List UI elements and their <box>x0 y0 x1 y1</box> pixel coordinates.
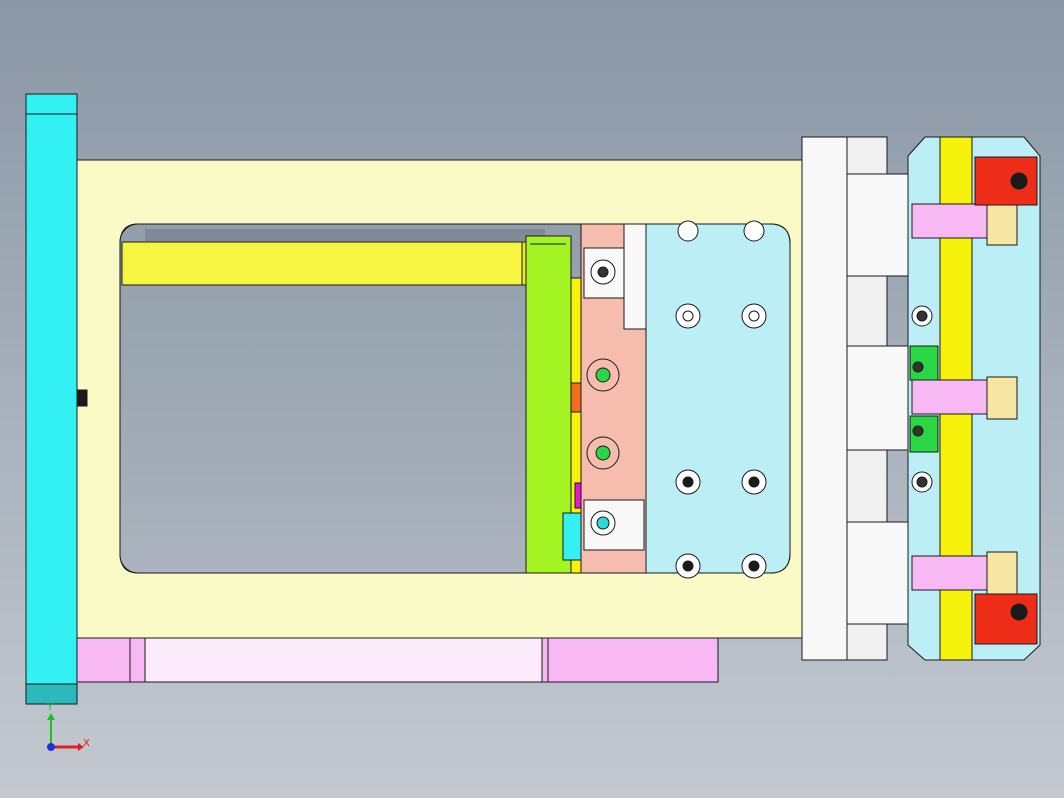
bearing-block-bottom[interactable] <box>846 521 910 625</box>
screw-head <box>916 476 928 488</box>
lime-slide-plate[interactable] <box>525 235 572 574</box>
salmon-side-cap <box>623 223 647 330</box>
screw-head <box>595 367 611 383</box>
gold-nut-top[interactable] <box>986 202 1018 246</box>
triad-z-axis <box>47 743 55 751</box>
cyan-small-block[interactable] <box>562 512 582 561</box>
triad-x-label: X <box>83 738 90 749</box>
screw-head <box>748 476 760 488</box>
screw-head <box>682 310 694 322</box>
right-white-carriage[interactable] <box>801 136 848 661</box>
red-clamp-hole <box>1010 172 1028 190</box>
bearing-block-top[interactable] <box>846 173 910 277</box>
screw-heads <box>595 266 928 572</box>
screw <box>741 303 767 329</box>
tool-plate[interactable] <box>645 223 791 574</box>
screw-group <box>586 220 933 579</box>
pink-rod-bottom[interactable] <box>911 555 988 591</box>
red-clamp-bottom[interactable] <box>974 593 1038 645</box>
left-end-plate-foot[interactable] <box>25 683 78 705</box>
bottom-rail-assembly[interactable] <box>69 637 719 683</box>
triad-y-arrow <box>47 713 55 720</box>
red-clamp-hole <box>1010 603 1028 621</box>
pink-rod-top[interactable] <box>911 203 988 239</box>
screw-head <box>596 516 610 530</box>
orange-accent <box>570 382 582 413</box>
gold-nut-bottom[interactable] <box>986 551 1018 595</box>
coordinate-triad: X Y <box>46 702 90 751</box>
screw-head <box>912 361 924 373</box>
screw-head <box>748 310 760 322</box>
screw <box>675 303 701 329</box>
screw-head <box>597 266 609 278</box>
screw-head <box>912 425 924 437</box>
red-clamp-top[interactable] <box>974 156 1038 206</box>
frame-stop <box>77 389 88 407</box>
screw <box>677 220 699 242</box>
yellow-guide-bar[interactable] <box>121 241 537 286</box>
left-end-plate[interactable] <box>25 93 78 705</box>
screw-head <box>682 476 694 488</box>
screw <box>743 220 765 242</box>
screw-head <box>748 560 760 572</box>
bar-shadow <box>145 229 545 241</box>
screw-head <box>682 560 694 572</box>
green-accent-upper <box>909 345 939 381</box>
bottom-rail-inner[interactable] <box>144 637 543 683</box>
bearing-block-middle[interactable] <box>846 345 910 451</box>
pink-rod-middle[interactable] <box>911 379 988 415</box>
triad-x-arrow <box>78 743 84 751</box>
triad-y-label: Y <box>46 702 54 713</box>
screw-head <box>916 310 928 322</box>
gold-nut-middle[interactable] <box>986 376 1018 420</box>
screw-head <box>595 445 611 461</box>
